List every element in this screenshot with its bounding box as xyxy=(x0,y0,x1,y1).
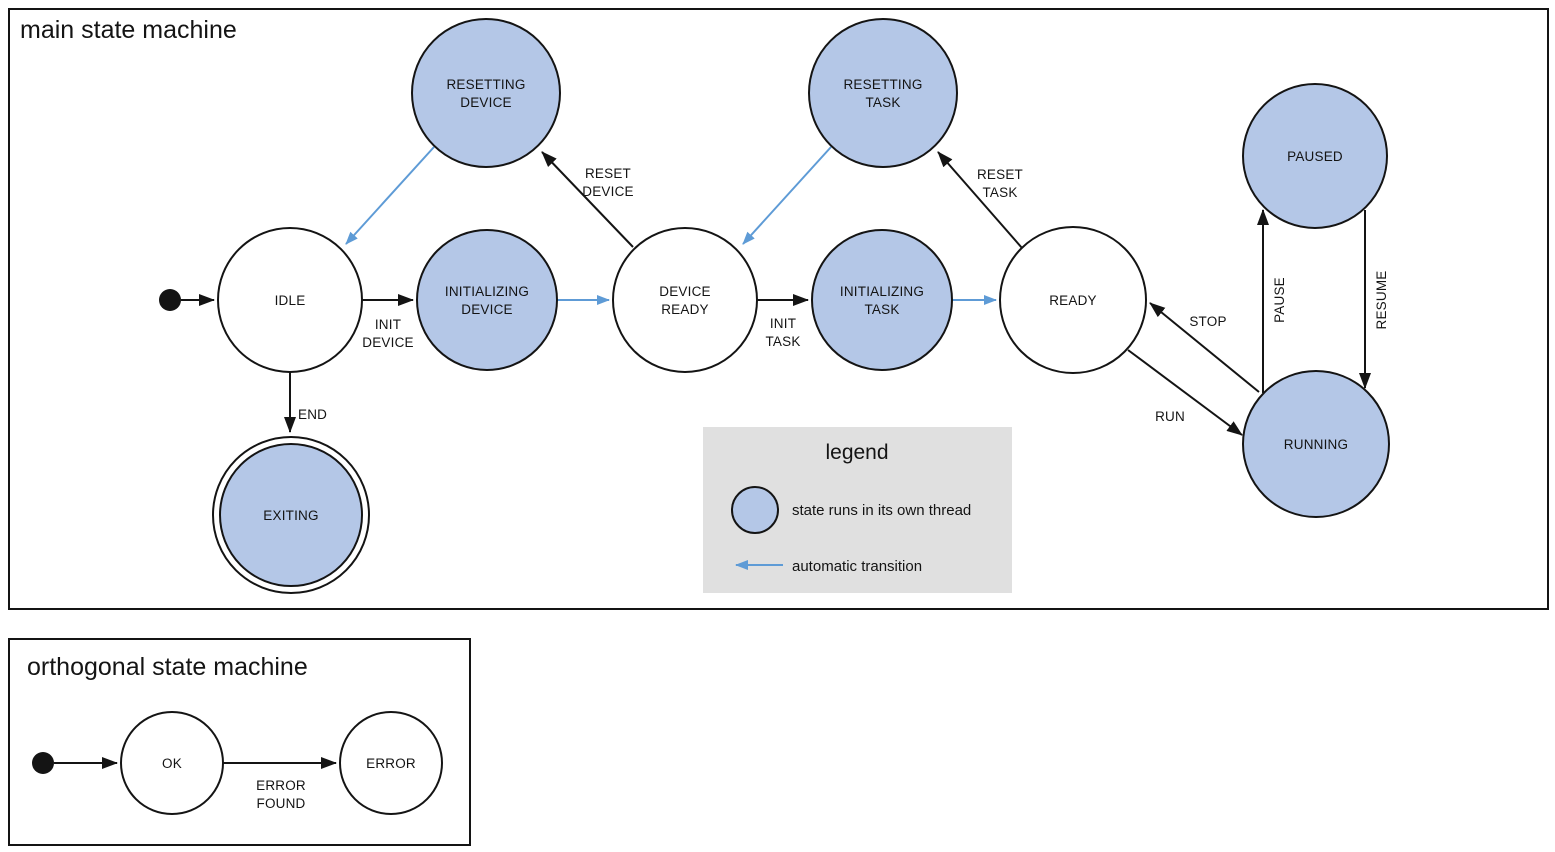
thread-state-symbol xyxy=(731,486,779,534)
transition-label-resume: RESUME xyxy=(1374,271,1389,330)
state-resetting-device xyxy=(411,18,561,168)
legend: legend state runs in its own thread auto… xyxy=(703,427,1012,593)
state-running xyxy=(1242,370,1390,518)
legend-thread-label: state runs in its own thread xyxy=(792,502,971,519)
initial-state-dot xyxy=(159,289,181,311)
orthogonal-machine-border xyxy=(8,638,471,846)
transition-resetting-task-to-device-ready xyxy=(742,146,832,245)
transition-device-ready-to-resetting-device xyxy=(541,151,634,248)
state-paused xyxy=(1242,83,1388,229)
transition-label-pause: PAUSE xyxy=(1272,277,1287,323)
state-ready-label: READY xyxy=(1049,293,1097,308)
state-exiting-label: EXITING xyxy=(263,508,318,523)
main-machine-border xyxy=(8,8,1549,610)
state-ok xyxy=(120,711,224,815)
state-initializing-device xyxy=(416,229,558,371)
state-error xyxy=(339,711,443,815)
state-paused-label: PAUSED xyxy=(1287,149,1343,164)
state-ready xyxy=(999,226,1147,374)
state-idle-label: IDLE xyxy=(275,293,306,308)
state-running-label: RUNNING xyxy=(1284,437,1348,452)
transition-ready-to-resetting-task xyxy=(937,151,1023,249)
transition-running-to-ready xyxy=(1149,302,1260,393)
transition-label-end: END xyxy=(298,407,327,422)
transition-label-run: RUN xyxy=(1155,409,1185,424)
state-exiting xyxy=(219,443,363,587)
state-idle xyxy=(217,227,363,373)
main-machine-title: main state machine xyxy=(20,16,237,44)
state-error-label: ERROR xyxy=(366,756,416,771)
transition-resetting-device-to-idle xyxy=(345,146,435,245)
transition-label-stop: STOP xyxy=(1189,314,1226,329)
orthogonal-machine-title: orthogonal state machine xyxy=(27,653,308,681)
state-ok-label: OK xyxy=(162,756,182,771)
state-initializing-task xyxy=(811,229,953,371)
initial-state-dot xyxy=(32,752,54,774)
legend-title: legend xyxy=(825,441,888,464)
state-device-ready xyxy=(612,227,758,373)
legend-auto-label: automatic transition xyxy=(792,558,922,575)
state-resetting-task xyxy=(808,18,958,168)
transition-ready-to-running xyxy=(1127,349,1243,436)
